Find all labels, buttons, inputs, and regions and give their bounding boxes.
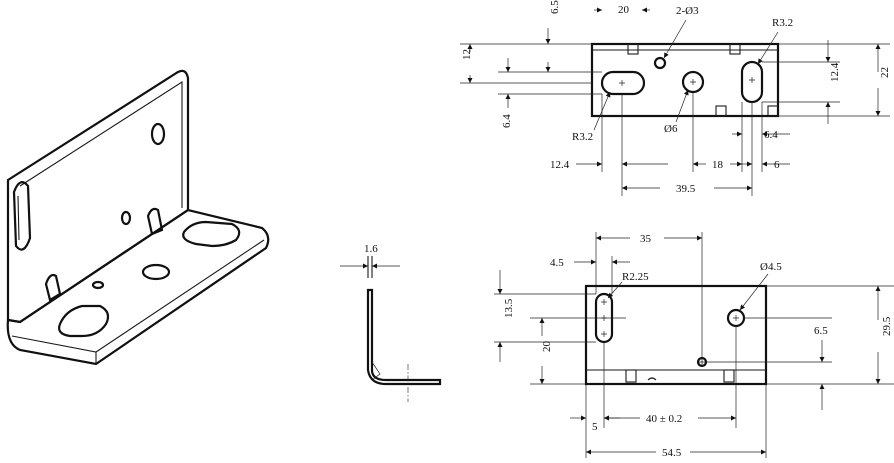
iso-upper-hole xyxy=(150,122,166,146)
front-label-dia-4-5: Ø4.5 xyxy=(760,261,782,273)
iso-rear-slot xyxy=(182,220,241,248)
top-dim-12: 12 xyxy=(461,49,473,60)
iso-vertical-slot xyxy=(12,181,32,251)
top-dim-6-5: 6.5 xyxy=(549,0,561,14)
front-label-r2-25: R2.25 xyxy=(622,271,649,283)
top-dim-20: 20 xyxy=(618,4,630,16)
top-dim-6-4-left: 6.4 xyxy=(501,114,513,128)
top-dim-6-4-right: 6.4 xyxy=(764,129,778,141)
front-dim-40: 40 ± 0.2 xyxy=(646,413,682,425)
side-view: 1.6 xyxy=(340,243,442,402)
top-dim-12-4-right: 12.4 xyxy=(829,62,841,82)
top-dim-39-5: 39.5 xyxy=(676,183,696,195)
iso-center-hole xyxy=(141,263,171,281)
iso-front-slot xyxy=(58,304,110,338)
top-label-2-holes: 2-Ø3 xyxy=(676,5,699,17)
top-dim-22: 22 xyxy=(879,67,891,78)
top-label-dia-6: Ø6 xyxy=(664,123,678,135)
front-dim-6-5: 6.5 xyxy=(814,325,828,337)
top-outline xyxy=(590,42,780,118)
top-small-hole xyxy=(653,56,667,70)
iso-small-hole xyxy=(91,280,105,290)
iso-tab-left xyxy=(44,273,62,302)
iso-vertical-plate xyxy=(6,69,190,324)
front-dim-5: 5 xyxy=(592,421,598,433)
front-dim-13-5: 13.5 xyxy=(503,298,515,318)
isometric-view xyxy=(6,69,270,366)
top-horizontal-slot xyxy=(600,70,646,96)
front-outline xyxy=(584,284,768,386)
top-label-r3-2-left: R3.2 xyxy=(572,131,593,143)
top-dim-12-4-bottom: 12.4 xyxy=(550,159,570,171)
front-view: 35 4.5 R2.25 Ø4.5 13.5 20 6.5 29.5 5 xyxy=(494,232,894,459)
front-dim-4-5: 4.5 xyxy=(550,257,564,269)
side-thickness-label: 1.6 xyxy=(364,243,378,255)
front-dim-20: 20 xyxy=(541,341,553,353)
iso-tab-right xyxy=(146,207,164,236)
top-view: 20 6.5 2-Ø3 R3.2 12 6.4 R3.2 Ø6 12.4 22 xyxy=(460,0,891,196)
iso-horizontal-plate xyxy=(6,208,270,366)
top-dim-6: 6 xyxy=(774,159,780,171)
front-dim-29-5: 29.5 xyxy=(881,316,893,336)
front-dim-54-5: 54.5 xyxy=(662,447,682,459)
iso-small-hole-2 xyxy=(120,210,132,226)
front-dim-35: 35 xyxy=(640,233,652,245)
top-label-r3-2-right: R3.2 xyxy=(772,17,793,29)
top-dim-18: 18 xyxy=(712,159,724,171)
